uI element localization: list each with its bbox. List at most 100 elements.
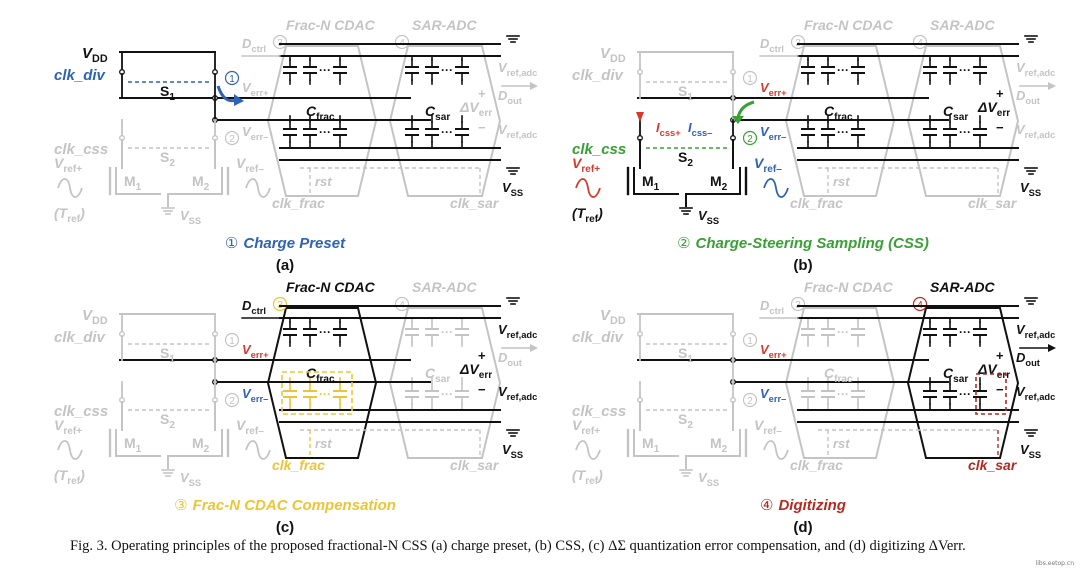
panel-title-text: Digitizing [778,497,846,514]
dctrl-label-sub: ctrl [769,306,784,316]
ground-icon [1024,297,1038,305]
clk-frac-label-main: clk_frac [272,195,325,211]
clk-css-label-main: clk_css [54,141,108,158]
csar-label: Csar [425,103,450,123]
sine-source-icon [57,440,83,460]
cap-dots: ··· [837,63,849,77]
step-4-circle [394,296,410,312]
sar-adc-title-main: SAR-ADC [412,279,477,295]
m1-label-sub: 1 [654,444,660,455]
frac-cdac-title: Frac-N CDAC [804,17,894,33]
step-number: 2 [747,396,753,407]
dout-label-main: D [498,88,508,103]
vss-right-label-sub: SS [511,450,523,460]
clk-sar-label-main: clk_sar [968,457,1018,473]
delta-verr-label-main: ΔV [977,99,998,115]
cap-dots: ··· [959,387,971,401]
vss-left-label: VSS [698,208,719,226]
verr-plus-label-sub: err+ [251,350,269,360]
s2-label-main: S [160,411,169,427]
vdd-label-sub: DD [92,53,108,65]
delta-verr-label-sub: err [479,108,493,119]
cfrac-label-sub: frac [316,112,335,123]
figure-caption: Fig. 3. Operating principles of the prop… [70,538,966,554]
dout-arrow-head [530,344,538,352]
clk-sar-label: clk_sar [450,195,500,211]
s2-label: S2 [160,411,175,431]
tref-label: (Tref) [54,467,85,487]
label-tail: ) [78,205,85,221]
vref-minus-label-main: V [754,417,765,433]
csar-label-main: C [943,103,954,119]
s2-label-main: S [678,149,687,165]
vss-right-label-sub: SS [1029,188,1041,198]
vss-left-label: VSS [698,470,719,488]
s1-label-sub: 1 [687,354,693,365]
clk-frac-label: clk_frac [790,195,843,211]
m2-label-sub: 2 [204,444,210,455]
dout-arrow-head [1048,82,1056,90]
cap-dots: ··· [959,125,971,139]
vdd-label-sub: DD [610,315,626,327]
vref-adc-label-top: Vref,adc [498,322,537,340]
sine-source-icon [245,178,271,198]
vref-minus-label-sub: ref– [763,426,782,437]
m1-label-main: M [642,173,654,189]
vdd-label-main: V [82,45,94,62]
vref-adc-label-top: Vref,adc [1016,60,1055,78]
s1-label: S1 [678,83,693,103]
step-1-circle [742,332,758,348]
tref-label-main: (T [572,467,587,483]
rst-label-main: rst [833,436,850,451]
step-3-circle [790,296,806,312]
vss-left-label-main: V [180,470,190,485]
vref-adc-label-bottom-main: V [498,384,508,399]
vss-right-label-main: V [1020,442,1030,457]
vref-plus-label-sub: ref+ [581,164,600,175]
s1-label-main: S [160,83,169,99]
ground-icon [506,167,520,175]
plus-sign: + [996,348,1004,363]
step-2-circle [742,130,758,146]
frac-cap-bank-upper: ··· [283,55,347,85]
step-3-circle [272,34,288,50]
cap-dots: ··· [837,387,849,401]
m2-label: M2 [192,173,210,193]
plus-sign-main: + [478,86,486,101]
vdd-label: VDD [82,307,108,327]
delta-verr-label-sub: err [997,108,1011,119]
sine-source-icon [575,440,601,460]
css-flow-arrow [736,100,755,119]
frac-cdac-title-main: Frac-N CDAC [286,17,376,33]
rst-label: rst [833,436,850,451]
csar-label-sub: sar [435,112,450,123]
panel-b: Frac-N CDAC3SAR-ADC4············CfracCsa… [572,17,1056,274]
m1-label-main: M [124,435,136,451]
s2-label: S2 [678,149,693,169]
frac-cap-bank-upper: ··· [801,55,865,85]
clk-div-label-main: clk_div [54,67,107,84]
vref-adc-label-bottom-sub: ref,adc [507,130,538,140]
verr-minus-label-main: V [242,386,252,401]
vss-left-label-sub: SS [707,478,719,488]
verr-minus-label: Verr– [760,124,786,142]
vref-adc-label-top: Vref,adc [498,60,537,78]
verr-plus-label-sub: err+ [251,88,269,98]
vref-minus-label-sub: ref– [245,426,264,437]
minus-sign: − [996,120,1004,135]
label-tail: ) [596,467,603,483]
vref-adc-label-bottom-sub: ref,adc [1025,392,1056,402]
css-flow-arrow-head [732,116,744,124]
dctrl-label-sub: ctrl [769,44,784,54]
verr-plus-label-sub: err+ [769,88,787,98]
clk-frac-label: clk_frac [790,457,843,473]
sar-adc-title: SAR-ADC [412,279,477,295]
rst-label: rst [833,174,850,189]
verr-plus-label-main: V [242,342,252,357]
cfrac-label: Cfrac [824,103,853,123]
minus-sign-main: − [478,382,486,397]
vss-left-label-main: V [698,208,708,223]
clk-div-label: clk_div [572,329,625,346]
vdd-label-sub: DD [92,315,108,327]
vref-plus-label-main: V [572,155,583,171]
